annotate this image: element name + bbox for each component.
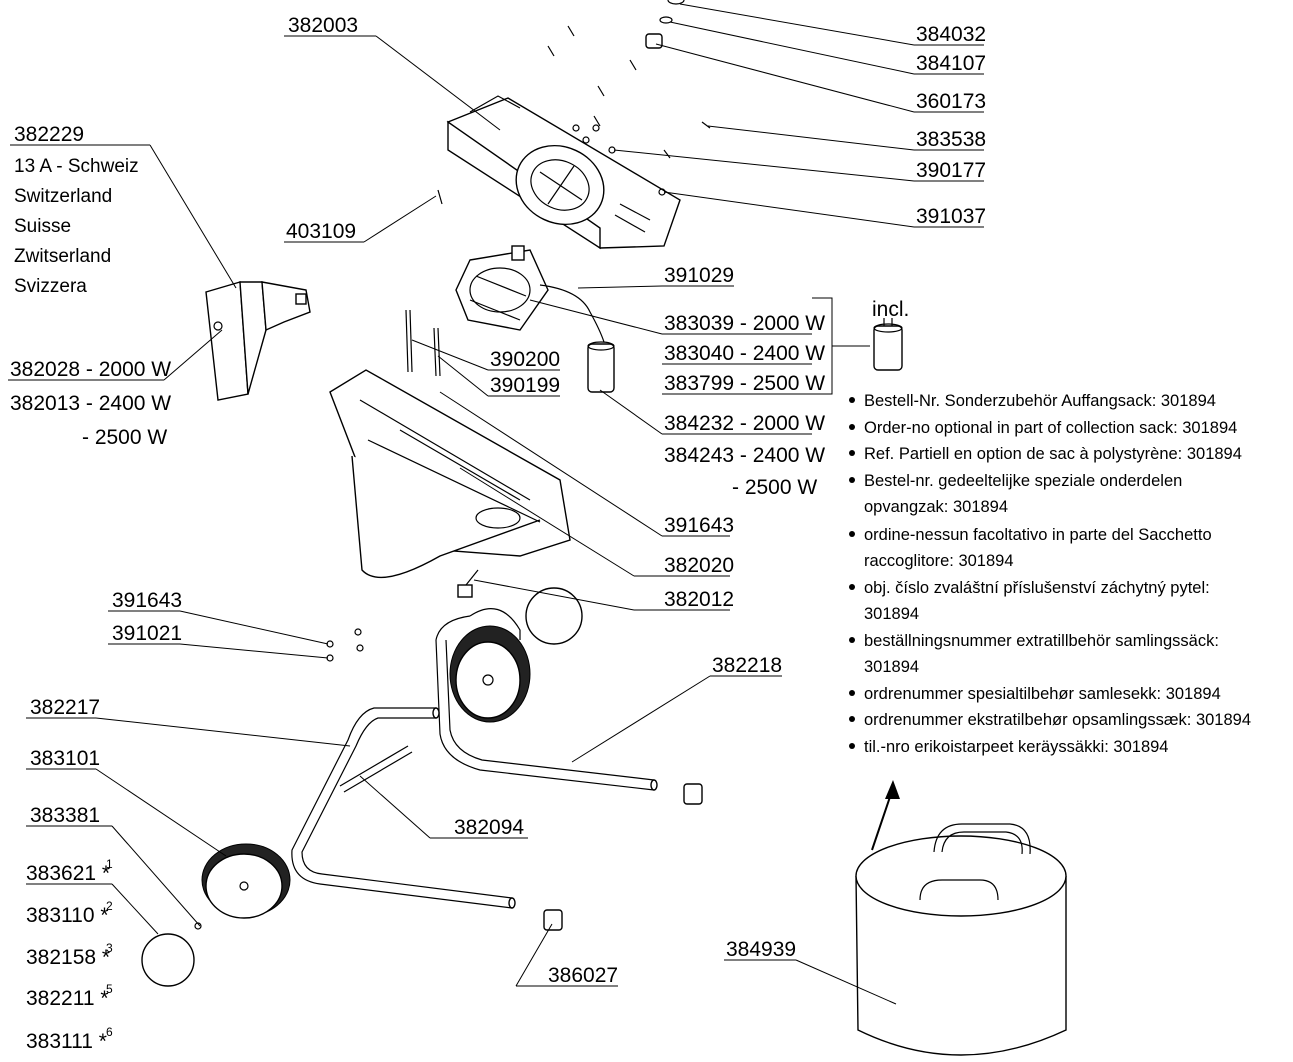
label-383799: 383799 - 2500 W (664, 372, 825, 395)
leader-lines (8, 3, 984, 1005)
bullet-fi: til.-nro erikoistarpeet keräyssäkki: 301… (864, 738, 1168, 756)
wheel-right (449, 587, 583, 723)
label-390177: 390177 (916, 159, 986, 182)
bullet-no: ordrenummer spesialtilbehør samlesekk: 3… (864, 685, 1221, 703)
bullet-da: ordrenummer ekstratilbehør opsamlingssæk… (864, 711, 1251, 729)
label-384243: 384243 - 2400 W (664, 444, 825, 467)
label-383111: 383111 * (26, 1030, 107, 1053)
bullet-de: Bestell-Nr. Sonderzubehör Auffangsack: 3… (864, 392, 1216, 410)
label-382094: 382094 (454, 816, 524, 839)
label-382020: 382020 (664, 554, 734, 577)
label-383039: 383039 - 2000 W (664, 312, 825, 335)
nuts-391643-391021 (326, 628, 364, 662)
label-383538: 383538 (916, 128, 986, 151)
accessory-group (812, 297, 903, 851)
motor-383039 (455, 245, 605, 343)
label-386027: 386027 (548, 964, 618, 987)
part-labels: 382003 384032 384107 360173 383538 39017… (10, 14, 986, 1053)
label-384107: 384107 (916, 52, 986, 75)
label-382158: 382158 * (26, 946, 110, 969)
parts-drawing (8, 0, 1067, 1056)
plug-country-3: Zwitserland (14, 246, 111, 267)
label-382158-sup: 3 (106, 941, 113, 955)
bullet-fr: Ref. Partiell en option de sac à polysty… (864, 445, 1242, 463)
label-383110: 383110 * (26, 904, 109, 927)
bullet-cs-cont: 301894 (864, 605, 919, 623)
label-382211: 382211 * (26, 987, 109, 1010)
label-382211-sup: 5 (106, 982, 113, 996)
axle-382094 (339, 745, 413, 793)
bullet-sv: beställningsnummer extratillbehör samlin… (864, 632, 1219, 650)
bullet-sv-cont: 301894 (864, 658, 919, 676)
bullet-cs: obj. číslo zvaláštní příslušenství záchy… (864, 579, 1210, 597)
knob-382012 (457, 569, 479, 598)
rods-390200-390199 (405, 309, 441, 377)
label-382013: 382013 - 2400 W (10, 392, 171, 415)
label-360173: 360173 (916, 90, 986, 113)
label-382028: 382028 - 2000 W (10, 358, 171, 381)
label-383621: 383621 * (26, 862, 110, 885)
bullet-en: Order-no optional in part of collection … (864, 419, 1237, 437)
collection-sack-order-list: Bestell-Nr. Sonderzubehör Auffangsack: 3… (849, 392, 1251, 756)
blower-housing-382020 (329, 369, 571, 579)
bullet-nl-cont: opvangzak: 301894 (864, 498, 1008, 516)
label-403109: 403109 (286, 220, 356, 243)
label-384232: 384232 - 2000 W (664, 412, 825, 435)
label-391037: 391037 (916, 205, 986, 228)
wheel-left-383101 (141, 843, 291, 987)
bullet-it-cont: raccoglitore: 301894 (864, 552, 1014, 570)
bullet-nl: Bestel-nr. gedeeltelijke speziale onderd… (864, 472, 1182, 490)
label-382013-2500: - 2500 W (82, 426, 167, 449)
label-390199: 390199 (490, 374, 560, 397)
label-382003: 382003 (288, 14, 358, 37)
label-383381: 383381 (30, 804, 100, 827)
label-383111-sup: 6 (106, 1025, 113, 1039)
collection-sack-384939 (855, 823, 1067, 1056)
label-384032: 384032 (916, 23, 986, 46)
plug-382229 (205, 281, 311, 401)
label-384243-2500: - 2500 W (732, 476, 817, 499)
handle-382217 (291, 707, 516, 909)
label-382217: 382217 (30, 696, 100, 719)
label-383110-sup: 2 (106, 899, 113, 913)
label-383621-sup: 1 (106, 857, 113, 871)
label-384939: 384939 (726, 938, 796, 961)
label-390200: 390200 (490, 348, 560, 371)
plug-country-1: Switzerland (14, 186, 112, 207)
bullet-it: ordine-nessun facoltativo in parte del S… (864, 526, 1212, 544)
label-383040: 383040 - 2400 W (664, 342, 825, 365)
plug-country-0: 13 A - Schweiz (14, 156, 139, 177)
label-incl: incl. (872, 298, 909, 321)
label-391643-b: 391643 (112, 589, 182, 612)
plug-country-2: Suisse (14, 216, 71, 237)
label-382218: 382218 (712, 654, 782, 677)
label-391021: 391021 (112, 622, 182, 645)
spacers (543, 783, 703, 931)
label-391643-a: 391643 (664, 514, 734, 537)
label-383101: 383101 (30, 747, 100, 770)
plug-country-4: Svizzera (14, 276, 87, 297)
capacitor-384232 (587, 341, 615, 393)
label-382229: 382229 (14, 123, 84, 146)
top-housing-382003 (446, 95, 681, 250)
label-382012: 382012 (664, 588, 734, 611)
handle-382218 (435, 608, 658, 791)
label-391029: 391029 (664, 264, 734, 287)
